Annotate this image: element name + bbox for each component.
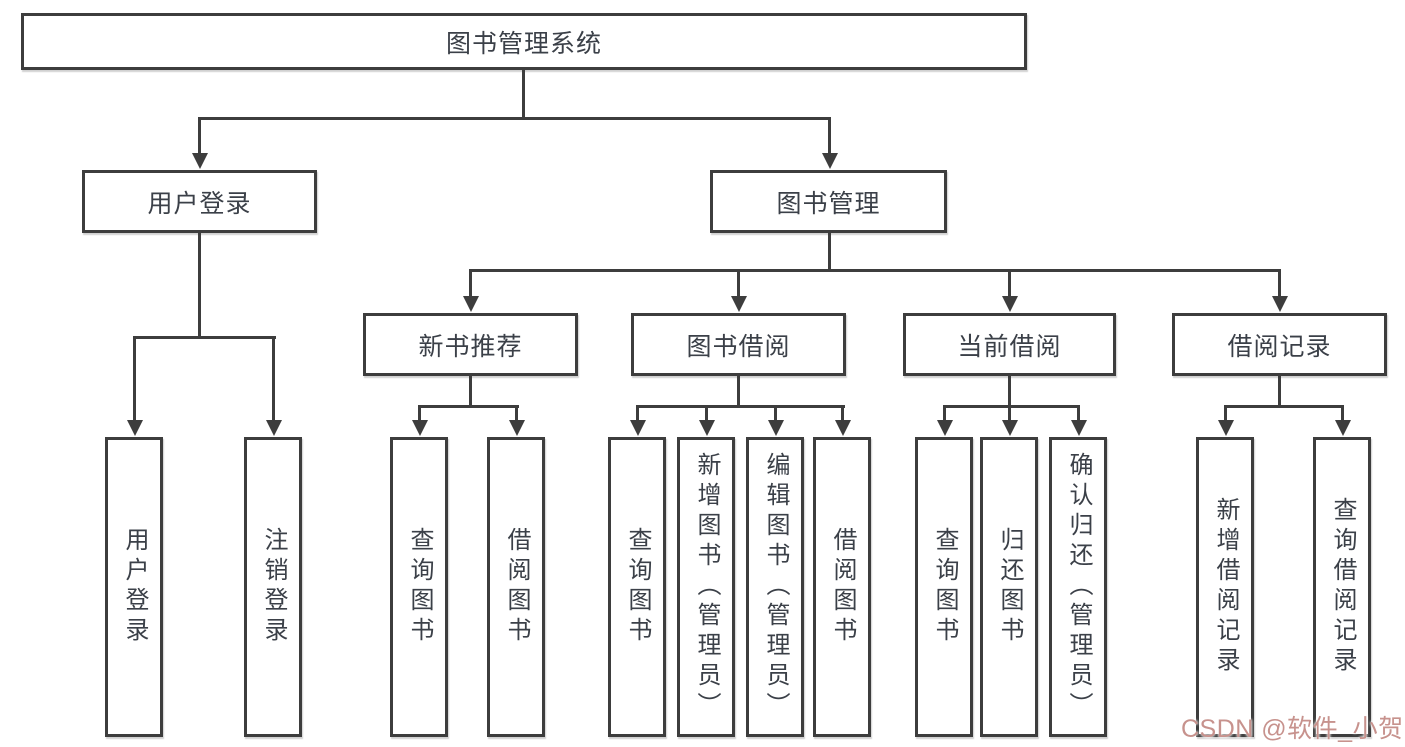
connector-arrow-down-icon bbox=[705, 405, 708, 421]
connector-line bbox=[522, 70, 525, 119]
connector-arrow-down-icon bbox=[737, 269, 740, 297]
connector-line bbox=[418, 405, 519, 408]
connector-arrow-down-icon bbox=[198, 117, 201, 154]
leaf-add-borrow-record-label: 新增借阅记录 bbox=[1212, 497, 1239, 677]
node-user-login-label: 用户登录 bbox=[147, 189, 252, 218]
node-root: 图书管理系统 bbox=[21, 13, 1027, 70]
connector-arrow-down-icon bbox=[133, 336, 136, 421]
leaf-add-borrow-record: 新增借阅记录 bbox=[1196, 437, 1254, 737]
connector-arrow-down-icon bbox=[272, 336, 275, 421]
connector-line bbox=[198, 117, 831, 120]
node-book-management: 图书管理 bbox=[710, 170, 947, 233]
connector-line bbox=[1224, 405, 1344, 408]
leaf-borrow-books-newbook: 借阅图书 bbox=[487, 437, 545, 737]
leaf-query-borrow-record-label: 查询借阅记录 bbox=[1329, 497, 1356, 677]
connector-line bbox=[1008, 376, 1011, 407]
leaf-confirm-return-admin-label: 确认归还（管理员） bbox=[1065, 452, 1092, 722]
connector-line bbox=[636, 405, 845, 408]
leaf-user-login-label: 用户登录 bbox=[121, 527, 148, 647]
connector-line bbox=[737, 376, 740, 407]
leaf-user-login: 用户登录 bbox=[105, 437, 163, 737]
leaf-query-books-borrow: 查询图书 bbox=[608, 437, 666, 737]
leaf-logout-label: 注销登录 bbox=[260, 527, 287, 647]
csdn-watermark: CSDN @软件_小贺同学 bbox=[1181, 715, 1405, 743]
connector-arrow-down-icon bbox=[1077, 405, 1080, 421]
leaf-logout: 注销登录 bbox=[244, 437, 302, 737]
connector-arrow-down-icon bbox=[1278, 269, 1281, 297]
leaf-borrow-books-newbook-label: 借阅图书 bbox=[503, 527, 530, 647]
connector-line bbox=[469, 376, 472, 407]
connector-line bbox=[133, 336, 276, 339]
node-user-login: 用户登录 bbox=[82, 170, 317, 233]
connector-arrow-down-icon bbox=[774, 405, 777, 421]
connector-line bbox=[943, 405, 1080, 408]
connector-arrow-down-icon bbox=[1224, 405, 1227, 421]
leaf-borrow-books-borrow-label: 借阅图书 bbox=[829, 527, 856, 647]
connector-line bbox=[469, 269, 1281, 272]
leaf-confirm-return-admin: 确认归还（管理员） bbox=[1049, 437, 1107, 737]
leaf-edit-books-admin: 编辑图书（管理员） bbox=[746, 437, 804, 737]
connector-arrow-down-icon bbox=[469, 269, 472, 297]
connector-arrow-down-icon bbox=[1008, 269, 1011, 297]
node-borrow-records: 借阅记录 bbox=[1172, 313, 1387, 376]
connector-line bbox=[828, 233, 831, 271]
node-current-borrow-label: 当前借阅 bbox=[957, 332, 1062, 361]
connector-arrow-down-icon bbox=[1008, 405, 1011, 421]
connector-arrow-down-icon bbox=[943, 405, 946, 421]
node-book-borrow-label: 图书借阅 bbox=[686, 332, 791, 361]
leaf-query-books-newbook: 查询图书 bbox=[390, 437, 448, 737]
leaf-query-books-borrow-label: 查询图书 bbox=[624, 527, 651, 647]
leaf-query-books-current-label: 查询图书 bbox=[931, 527, 958, 647]
connector-arrow-down-icon bbox=[828, 117, 831, 154]
leaf-query-borrow-record: 查询借阅记录 bbox=[1313, 437, 1371, 737]
leaf-add-books-admin: 新增图书（管理员） bbox=[677, 437, 735, 737]
connector-line bbox=[198, 233, 201, 337]
leaf-query-books-newbook-label: 查询图书 bbox=[406, 527, 433, 647]
connector-arrow-down-icon bbox=[515, 405, 518, 421]
node-book-borrow: 图书借阅 bbox=[631, 313, 846, 376]
node-new-book-recommend-label: 新书推荐 bbox=[418, 332, 523, 361]
node-new-book-recommend: 新书推荐 bbox=[363, 313, 578, 376]
leaf-return-books: 归还图书 bbox=[980, 437, 1038, 737]
node-root-label: 图书管理系统 bbox=[445, 29, 602, 58]
leaf-borrow-books-borrow: 借阅图书 bbox=[813, 437, 871, 737]
node-current-borrow: 当前借阅 bbox=[903, 313, 1116, 376]
connector-arrow-down-icon bbox=[841, 405, 844, 421]
leaf-return-books-label: 归还图书 bbox=[996, 527, 1023, 647]
leaf-edit-books-admin-label: 编辑图书（管理员） bbox=[762, 452, 789, 722]
node-book-management-label: 图书管理 bbox=[776, 189, 881, 218]
connector-arrow-down-icon bbox=[418, 405, 421, 421]
connector-arrow-down-icon bbox=[636, 405, 639, 421]
leaf-add-books-admin-label: 新增图书（管理员） bbox=[693, 452, 720, 722]
connector-line bbox=[1278, 376, 1281, 407]
leaf-query-books-current: 查询图书 bbox=[915, 437, 973, 737]
node-borrow-records-label: 借阅记录 bbox=[1227, 332, 1332, 361]
connector-arrow-down-icon bbox=[1341, 405, 1344, 421]
